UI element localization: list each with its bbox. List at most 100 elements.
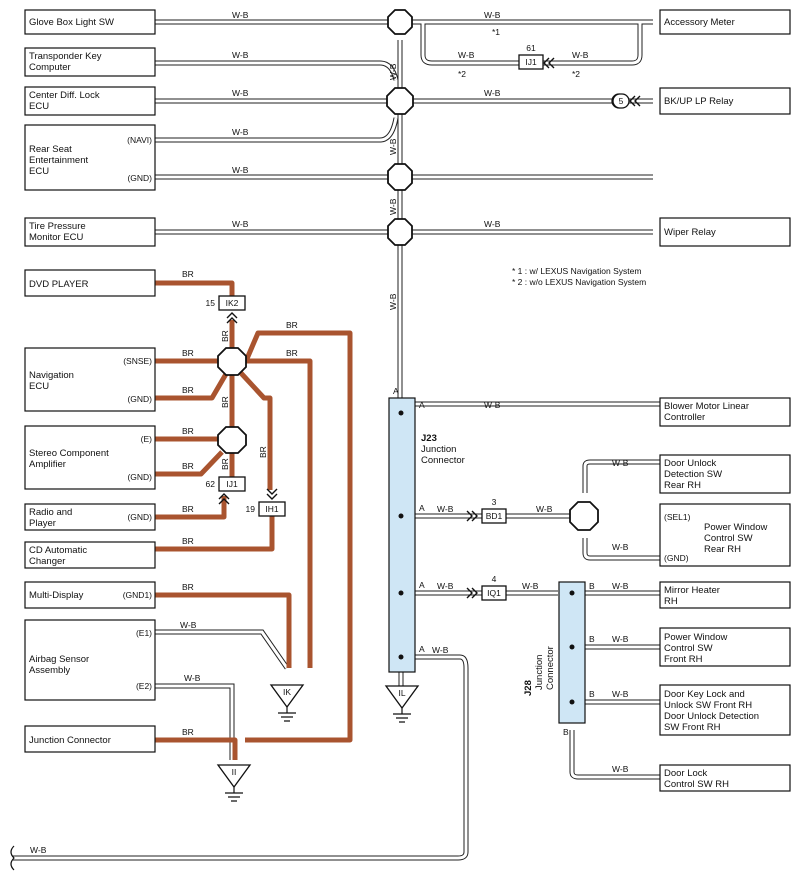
wire-label: BR	[220, 458, 230, 470]
wire-label: BR	[182, 426, 194, 436]
wiper-relay-box	[659, 217, 791, 247]
ik2-connector	[218, 295, 246, 311]
j23-name-2: Connector	[421, 455, 465, 466]
pw-rear-label-3: Rear RH	[704, 544, 741, 555]
bkup-relay-pin-5	[612, 93, 630, 109]
blower-label-2: Controller	[664, 412, 705, 423]
stereo-label-1: Stereo Component	[29, 448, 109, 459]
small-connectors: IJ1 61 IK2 15 IJ1 62 IH1 19 BD1 3 IQ1 4 …	[206, 43, 641, 601]
transponder-label-2: Computer	[29, 62, 71, 73]
junction-node-br-2	[217, 426, 247, 454]
junction-node-wb-rear	[569, 501, 599, 531]
ik2-connector-label: IK2	[226, 298, 239, 308]
ground-ii-label: II	[232, 767, 237, 777]
j23-junction-connector	[388, 397, 416, 673]
wire-label: BR	[182, 504, 194, 514]
tire-pressure-label-2: Monitor ECU	[29, 232, 84, 243]
wire-label: W-B	[612, 581, 629, 591]
j23-pin-label: A	[419, 580, 425, 590]
ground-symbols: IK II IL	[216, 684, 420, 802]
door-lock-control-sw-box	[659, 764, 791, 792]
wire-label: W-B	[458, 50, 475, 60]
ij1-left-connector-label: IJ1	[226, 479, 238, 489]
ih1-connector-num: 19	[246, 504, 256, 514]
dvd-player-box	[24, 269, 156, 297]
wire-label: W-B	[572, 50, 589, 60]
junction-node-br-1	[217, 347, 247, 376]
wire-label: W-B	[388, 138, 398, 155]
rear-seat-pin-navi: (NAVI)	[127, 135, 152, 145]
j23-dots	[398, 410, 575, 705]
j28-id: J28	[523, 680, 534, 696]
glove-box-light-sw-label: Glove Box Light SW	[29, 17, 114, 28]
wiper-relay-label: Wiper Relay	[664, 227, 716, 238]
bd1-connector-num: 3	[492, 497, 497, 507]
wire-label: BR	[286, 320, 298, 330]
note-1: * 1 : w/ LEXUS Navigation System	[512, 266, 641, 276]
door-lock-label-1: Door Lock	[664, 768, 708, 779]
junction-connectors: J23 Junction Connector J28 Junction Conn…	[388, 397, 586, 724]
bd1-connector-label: BD1	[486, 511, 503, 521]
right-components: Accessory Meter BK/UP LP Relay Wiper Rel…	[659, 9, 791, 792]
glove-box-light-sw-box	[24, 9, 156, 35]
accessory-meter-label: Accessory Meter	[664, 17, 735, 28]
wire-label: W-B	[30, 845, 47, 855]
j23-id: J23	[421, 433, 437, 444]
door-lock-label-2: Control SW RH	[664, 779, 729, 790]
ij1-left-connector-num: 62	[206, 479, 216, 489]
blower-motor-controller-box	[659, 397, 791, 427]
wire-label: W-B	[232, 50, 249, 60]
ground-ik-triangle	[269, 684, 305, 709]
j28-pin-label: B	[589, 634, 595, 644]
wire-label: W-B	[612, 764, 629, 774]
wire-label: BR	[182, 582, 194, 592]
wire-label: BR	[286, 348, 298, 358]
nav-ecu-label-1: Navigation	[29, 370, 74, 381]
wire-label: W-B	[484, 400, 501, 410]
wire-label: W-B	[232, 219, 249, 229]
door-unlock-label-3: Rear RH	[664, 480, 701, 491]
bkup-relay-label: BK/UP LP Relay	[664, 96, 734, 107]
airbag-sensor-assembly-box	[24, 619, 156, 701]
door-key-label-2: Unlock SW Front RH	[664, 700, 752, 711]
j23-pin-label: A	[393, 386, 399, 396]
wire-labels: W-B W-B W-B W-B W-B W-B W-B W-B W-B W-B …	[30, 10, 629, 855]
wire-label: W-B	[232, 88, 249, 98]
accessory-meter-box	[659, 9, 791, 35]
wire-label: W-B	[484, 219, 501, 229]
wire-label: W-B	[232, 165, 249, 175]
pw-rear-pin-gnd: (GND)	[664, 553, 689, 563]
wire-label: W-B	[388, 198, 398, 215]
wire-label: BR	[182, 727, 194, 737]
junction-connector-box	[24, 725, 156, 753]
wire-label: W-B	[388, 63, 398, 80]
transponder-label-1: Transponder Key	[29, 51, 102, 62]
radio-label-1: Radio and	[29, 507, 72, 518]
bd1-connector	[481, 508, 507, 524]
navigation-ecu-box	[24, 347, 156, 412]
wire-label: W-B	[522, 581, 539, 591]
octagon-junctions	[217, 9, 599, 531]
blower-label-1: Blower Motor Linear	[664, 401, 749, 412]
wire-label: BR	[182, 348, 194, 358]
center-diff-label-1: Center Diff. Lock	[29, 90, 100, 101]
wire-label: W-B	[432, 645, 449, 655]
wire-label: BR	[182, 269, 194, 279]
door-key-label-4: SW Front RH	[664, 722, 721, 733]
ij1-left-connector	[218, 476, 246, 492]
nav-pin-gnd: (GND)	[127, 394, 152, 404]
door-unlock-label-1: Door Unlock	[664, 458, 717, 469]
radio-and-player-box	[24, 503, 156, 531]
iq1-connector-num: 4	[492, 574, 497, 584]
j28-name-2: Connector	[545, 646, 556, 690]
j23-pin-label: A	[419, 644, 425, 654]
center-diff-label-2: ECU	[29, 101, 49, 112]
wire-label: W-B	[612, 634, 629, 644]
wire-label: W-B	[388, 293, 398, 310]
junction-node-1	[387, 9, 413, 35]
wire-label: W-B	[612, 689, 629, 699]
rear-seat-label-3: ECU	[29, 166, 49, 177]
ground-il-triangle	[384, 685, 420, 710]
pw-rear-label-1: Power Window	[704, 522, 767, 533]
